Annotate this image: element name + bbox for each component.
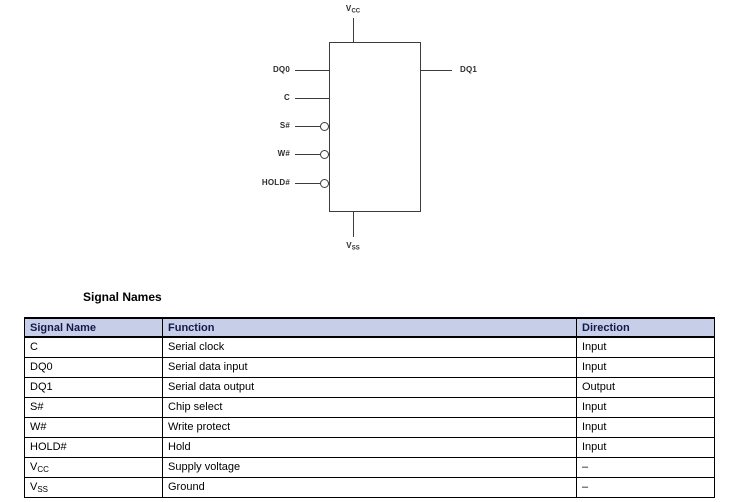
- hold-pin-label: HOLD#: [261, 178, 290, 187]
- column-header-direction: Direction: [576, 317, 715, 338]
- table-row: VSS Ground –: [24, 476, 715, 498]
- c-pin-wire: [295, 98, 329, 99]
- hold-active-low-bubble: [320, 179, 329, 188]
- signal-subscript: CC: [37, 464, 49, 474]
- signal-text: V: [30, 480, 38, 493]
- dq0-pin-label: DQ0: [272, 65, 290, 74]
- signal-text: V: [30, 460, 38, 473]
- signal-text: HOLD#: [30, 440, 67, 453]
- cell-signal: C: [24, 336, 163, 358]
- vss-pin-wire: [353, 212, 354, 237]
- cell-direction: Input: [576, 356, 715, 378]
- cell-function: Serial clock: [162, 336, 577, 358]
- cell-direction: Input: [576, 336, 715, 358]
- w-pin-wire: [295, 154, 320, 155]
- cell-signal: VCC: [24, 456, 163, 478]
- cell-signal: DQ1: [24, 376, 163, 398]
- cell-signal: W#: [24, 416, 163, 438]
- cell-signal: DQ0: [24, 356, 163, 378]
- w-active-low-bubble: [320, 150, 329, 159]
- dq1-pin-wire: [421, 70, 452, 71]
- signal-text: W#: [30, 420, 47, 433]
- cell-function: Hold: [162, 436, 577, 458]
- cell-direction: –: [576, 456, 715, 478]
- cell-direction: Input: [576, 416, 715, 438]
- cell-signal: VSS: [24, 476, 163, 498]
- table-row: HOLD# Hold Input: [24, 436, 715, 458]
- w-pin-label: W#: [277, 149, 290, 158]
- vcc-label-sub: CC: [351, 8, 361, 15]
- s-pin-label: S#: [279, 121, 290, 130]
- table-row: DQ0 Serial data input Input: [24, 356, 715, 378]
- table-row: VCC Supply voltage –: [24, 456, 715, 478]
- signal-text: S#: [30, 400, 44, 413]
- logic-diagram: VCC VSS DQ0 C S# W# HOLD# DQ1: [261, 4, 478, 254]
- vss-label-base: V: [346, 241, 352, 250]
- cell-function: Ground: [162, 476, 577, 498]
- cell-direction: Output: [576, 376, 715, 398]
- signal-subscript: SS: [37, 484, 49, 494]
- vcc-pin-wire: [353, 18, 354, 42]
- table-row: S# Chip select Input: [24, 396, 715, 418]
- table-row: C Serial clock Input: [24, 336, 715, 358]
- cell-function: Serial data input: [162, 356, 577, 378]
- vcc-pin-label: VCC: [336, 4, 370, 17]
- vcc-label-base: V: [345, 4, 352, 13]
- signal-text: C: [30, 340, 38, 353]
- table-title: Signal Names: [83, 290, 162, 304]
- signal-text: DQ1: [30, 380, 53, 393]
- vss-label-sub: SS: [351, 245, 360, 252]
- table-row: W# Write protect Input: [24, 416, 715, 438]
- signal-text: DQ0: [30, 360, 53, 373]
- cell-direction: Input: [576, 396, 715, 418]
- cell-direction: –: [576, 476, 715, 498]
- cell-signal: HOLD#: [24, 436, 163, 458]
- table-row: DQ1 Serial data output Output: [24, 376, 715, 398]
- cell-direction: Input: [576, 436, 715, 458]
- table-header-row: Signal Name Function Direction: [24, 317, 715, 338]
- dq1-pin-label: DQ1: [460, 65, 478, 74]
- cell-signal: S#: [24, 396, 163, 418]
- column-header-function: Function: [162, 317, 577, 338]
- s-active-low-bubble: [320, 122, 329, 131]
- dq0-pin-wire: [295, 70, 329, 71]
- hold-pin-wire: [295, 183, 320, 184]
- cell-function: Write protect: [162, 416, 577, 438]
- signal-names-table: Signal Name Function Direction C Serial …: [24, 317, 715, 498]
- device-block: [329, 42, 421, 212]
- cell-function: Serial data output: [162, 376, 577, 398]
- s-pin-wire: [295, 126, 320, 127]
- c-pin-label: C: [284, 93, 290, 102]
- cell-function: Chip select: [162, 396, 577, 418]
- vss-pin-label: VSS: [336, 241, 370, 254]
- column-header-signal-name: Signal Name: [24, 317, 163, 338]
- cell-function: Supply voltage: [162, 456, 577, 478]
